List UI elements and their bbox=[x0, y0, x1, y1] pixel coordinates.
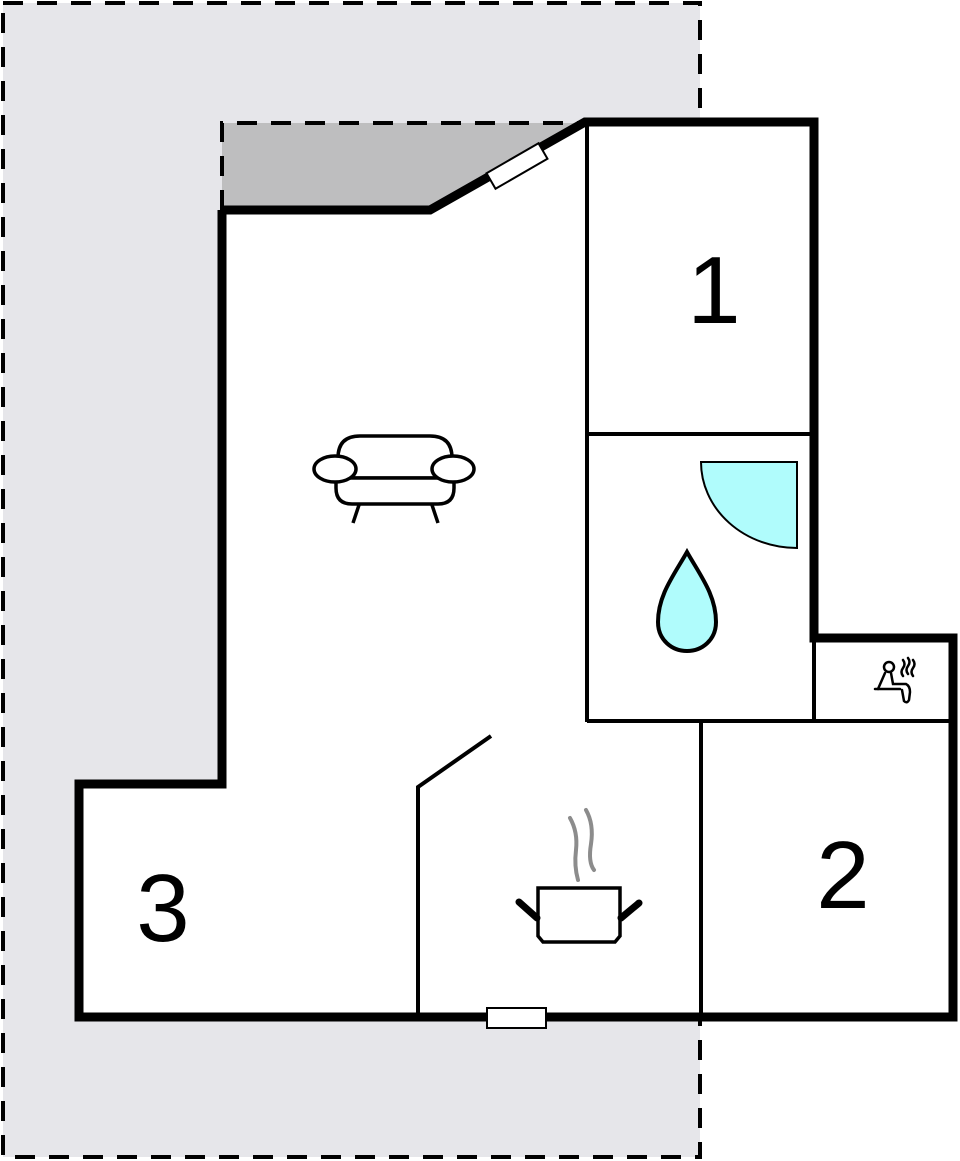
room-label-1: 1 bbox=[687, 237, 740, 344]
water-drop-icon bbox=[655, 547, 719, 654]
shower-icon bbox=[699, 461, 798, 550]
bottom-window bbox=[486, 1007, 547, 1029]
sofa-icon bbox=[312, 434, 476, 524]
interior-walls bbox=[416, 122, 953, 1017]
sauna-icon bbox=[873, 656, 916, 704]
diagonal-window bbox=[485, 141, 549, 191]
cooking-pot-icon bbox=[515, 808, 643, 944]
room-label-2: 2 bbox=[816, 822, 869, 929]
terrace bbox=[220, 121, 582, 210]
room-label-3: 3 bbox=[136, 855, 189, 962]
house-interior bbox=[79, 122, 953, 1017]
